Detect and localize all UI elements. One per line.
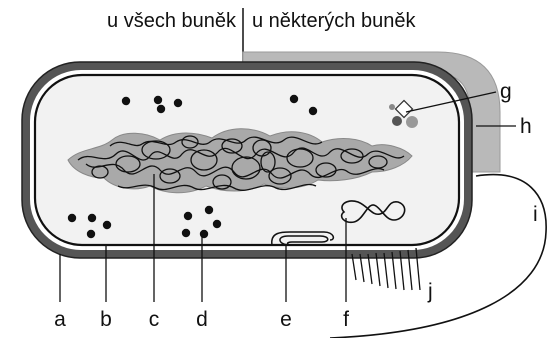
label-b-membrane: b (100, 308, 112, 331)
label-c-nucleoid: c (149, 308, 160, 331)
label-g-inclusions: g (500, 80, 512, 103)
label-e-mesosome: e (280, 308, 292, 331)
label-a-cell-wall: a (54, 308, 66, 331)
header-left-label: u všech buněk (107, 10, 237, 32)
label-d-ribosomes: d (196, 308, 208, 331)
label-h-capsule: h (520, 115, 532, 138)
label-i-flagellum: i (533, 203, 538, 226)
header-right-label: u některých buněk (252, 10, 416, 32)
label-j-pili: j (427, 280, 433, 303)
label-f-plasmid: f (343, 308, 349, 331)
